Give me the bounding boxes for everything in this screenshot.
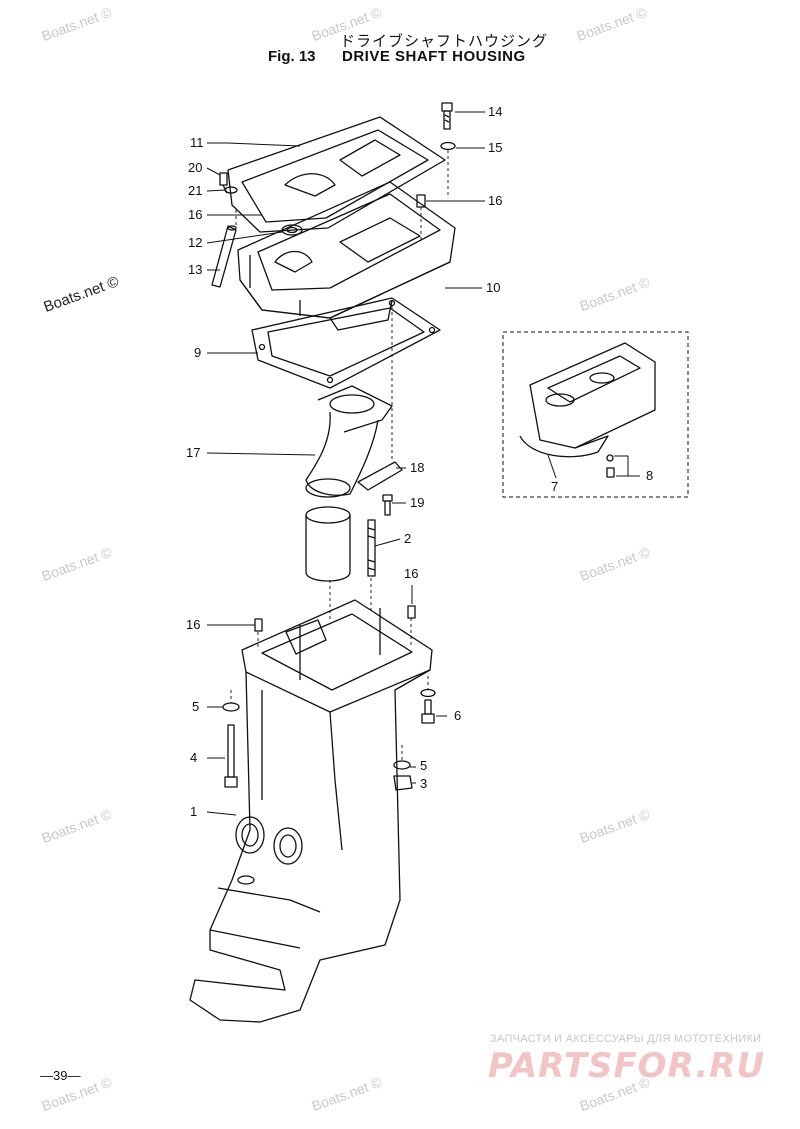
callout-18: 18 [410,460,425,475]
callout-12: 12 [188,235,203,250]
part-14-bolt [441,102,453,130]
callout-7: 7 [551,479,559,494]
part-9-gasket [251,297,441,389]
callout-17: 17 [186,445,201,460]
part-6-bolt [420,688,436,724]
callout-20: 20 [188,160,203,175]
part-17-exhaust-pipe [305,385,393,498]
callout-16: 16 [186,617,201,632]
part-18-bracket [357,461,403,491]
callout-13: 13 [188,262,203,277]
inset-variant-box [502,331,689,498]
figure-title: DRIVE SHAFT HOUSING [342,48,526,65]
callout-10: 10 [486,280,501,295]
callout-3: 3 [420,776,428,791]
callout-4: 4 [190,750,198,765]
page-number: —39— [40,1068,81,1083]
part-10-upper-casing [237,181,456,331]
part-19-bolt [382,494,393,516]
callout-15: 15 [488,140,503,155]
brand-logo: PARTSFOR.RU [488,1046,766,1086]
part-4-bolt [224,724,238,788]
callout-14: 14 [488,104,503,119]
part-5-washer [393,760,411,770]
sleeve-tube [305,506,351,582]
part-5-washer [222,702,240,712]
callout-16: 16 [404,566,419,581]
part-15-washer [440,141,456,151]
part-16-dowel-pin [254,618,263,632]
callout-5: 5 [192,699,200,714]
part-13-tube [211,225,237,288]
callout-16: 16 [488,193,503,208]
callout-6: 6 [454,708,462,723]
part-3-nut [393,775,413,791]
callout-19: 19 [410,495,425,510]
callout-5: 5 [420,758,428,773]
figure-number: Fig. 13 [268,48,316,65]
callout-9: 9 [194,345,202,360]
callout-2: 2 [404,531,412,546]
part-2-stud [367,519,376,577]
part-1-drive-shaft-housing [189,599,433,1023]
brand-tagline: ЗАПЧАСТИ И АКСЕССУАРЫ ДЛЯ МОТОТЕХНИКИ [490,1033,762,1045]
part-16-dowel-pin [407,605,416,619]
callout-21: 21 [188,183,203,198]
callout-1: 1 [190,804,198,819]
callout-8: 8 [646,468,654,483]
title-japanese: ドライブシャフトハウジング [340,32,549,50]
callout-16: 16 [188,207,203,222]
callout-11: 11 [190,135,204,150]
